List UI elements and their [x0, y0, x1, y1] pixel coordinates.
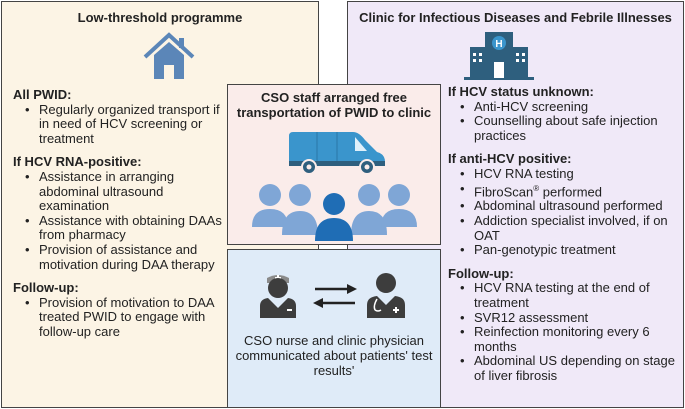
list-item: Provision of motivation to DAA treated P…: [25, 295, 223, 340]
section-heading: All PWID:: [13, 87, 72, 102]
section-heading: If HCV status unknown:: [448, 84, 594, 99]
list-item: HCV RNA testing at the end of treatment: [460, 281, 683, 310]
list-item: Regularly organized transport if in need…: [25, 102, 223, 147]
list-item: Addiction specialist involved, if on OAT: [460, 213, 683, 243]
list-item: Assistance with obtaining DAAs from phar…: [25, 213, 223, 243]
list-item: Reinfection monitoring every 6 months: [460, 324, 683, 354]
section-heading: If HCV RNA-positive:: [13, 154, 142, 170]
list-item: Abdominal US depending on stage of liver…: [460, 354, 683, 383]
fibroscan-rest: performed: [539, 183, 603, 199]
list-item: Provision of assistance and motivation d…: [25, 242, 223, 272]
section-heading: If anti-HCV positive:: [448, 151, 572, 167]
svg-text:H: H: [495, 39, 502, 50]
communication-panel: CSO nurse and clinic physician communica…: [227, 249, 441, 408]
transport-title: CSO staff arranged free transportation o…: [236, 90, 432, 120]
list-item: Counselling about safe injection practic…: [460, 113, 683, 143]
list-item: Anti-HCV screening: [460, 99, 683, 115]
list-item: Abdominal ultrasound performed: [460, 199, 683, 214]
registered-mark: ®: [533, 183, 540, 193]
communication-caption: CSO nurse and clinic physician communica…: [235, 333, 433, 378]
fibroscan-label: FibroScan: [474, 183, 534, 199]
panel-title: Clinic for Infectious Diseases and Febri…: [359, 10, 672, 25]
section-heading: Follow-up:: [448, 265, 514, 281]
house-icon: [143, 32, 195, 79]
list-item: HCV RNA testing: [460, 166, 683, 182]
nurse-icon: [260, 275, 296, 318]
physician-icon: [367, 273, 405, 318]
list-item: Assistance in arranging abdominal ultras…: [25, 169, 223, 214]
list-item: SVR12 assessment: [460, 310, 683, 326]
people-icon: [252, 184, 417, 241]
section-heading: Follow-up:: [13, 280, 79, 296]
van-icon: [289, 132, 385, 175]
hospital-icon: H: [464, 32, 534, 80]
transport-panel: CSO staff arranged free transportation o…: [227, 84, 441, 245]
panel-title: Low-threshold programme: [77, 10, 243, 25]
right-sections: If HCV status unknown: Anti-HCV screenin…: [448, 84, 683, 384]
list-item: FibroScan® performed: [460, 182, 683, 200]
exchange-arrows-icon: [313, 284, 357, 308]
list-item: Pan-genotypic treatment: [460, 243, 683, 258]
left-sections: All PWID: Regularly organized transport …: [13, 87, 223, 340]
